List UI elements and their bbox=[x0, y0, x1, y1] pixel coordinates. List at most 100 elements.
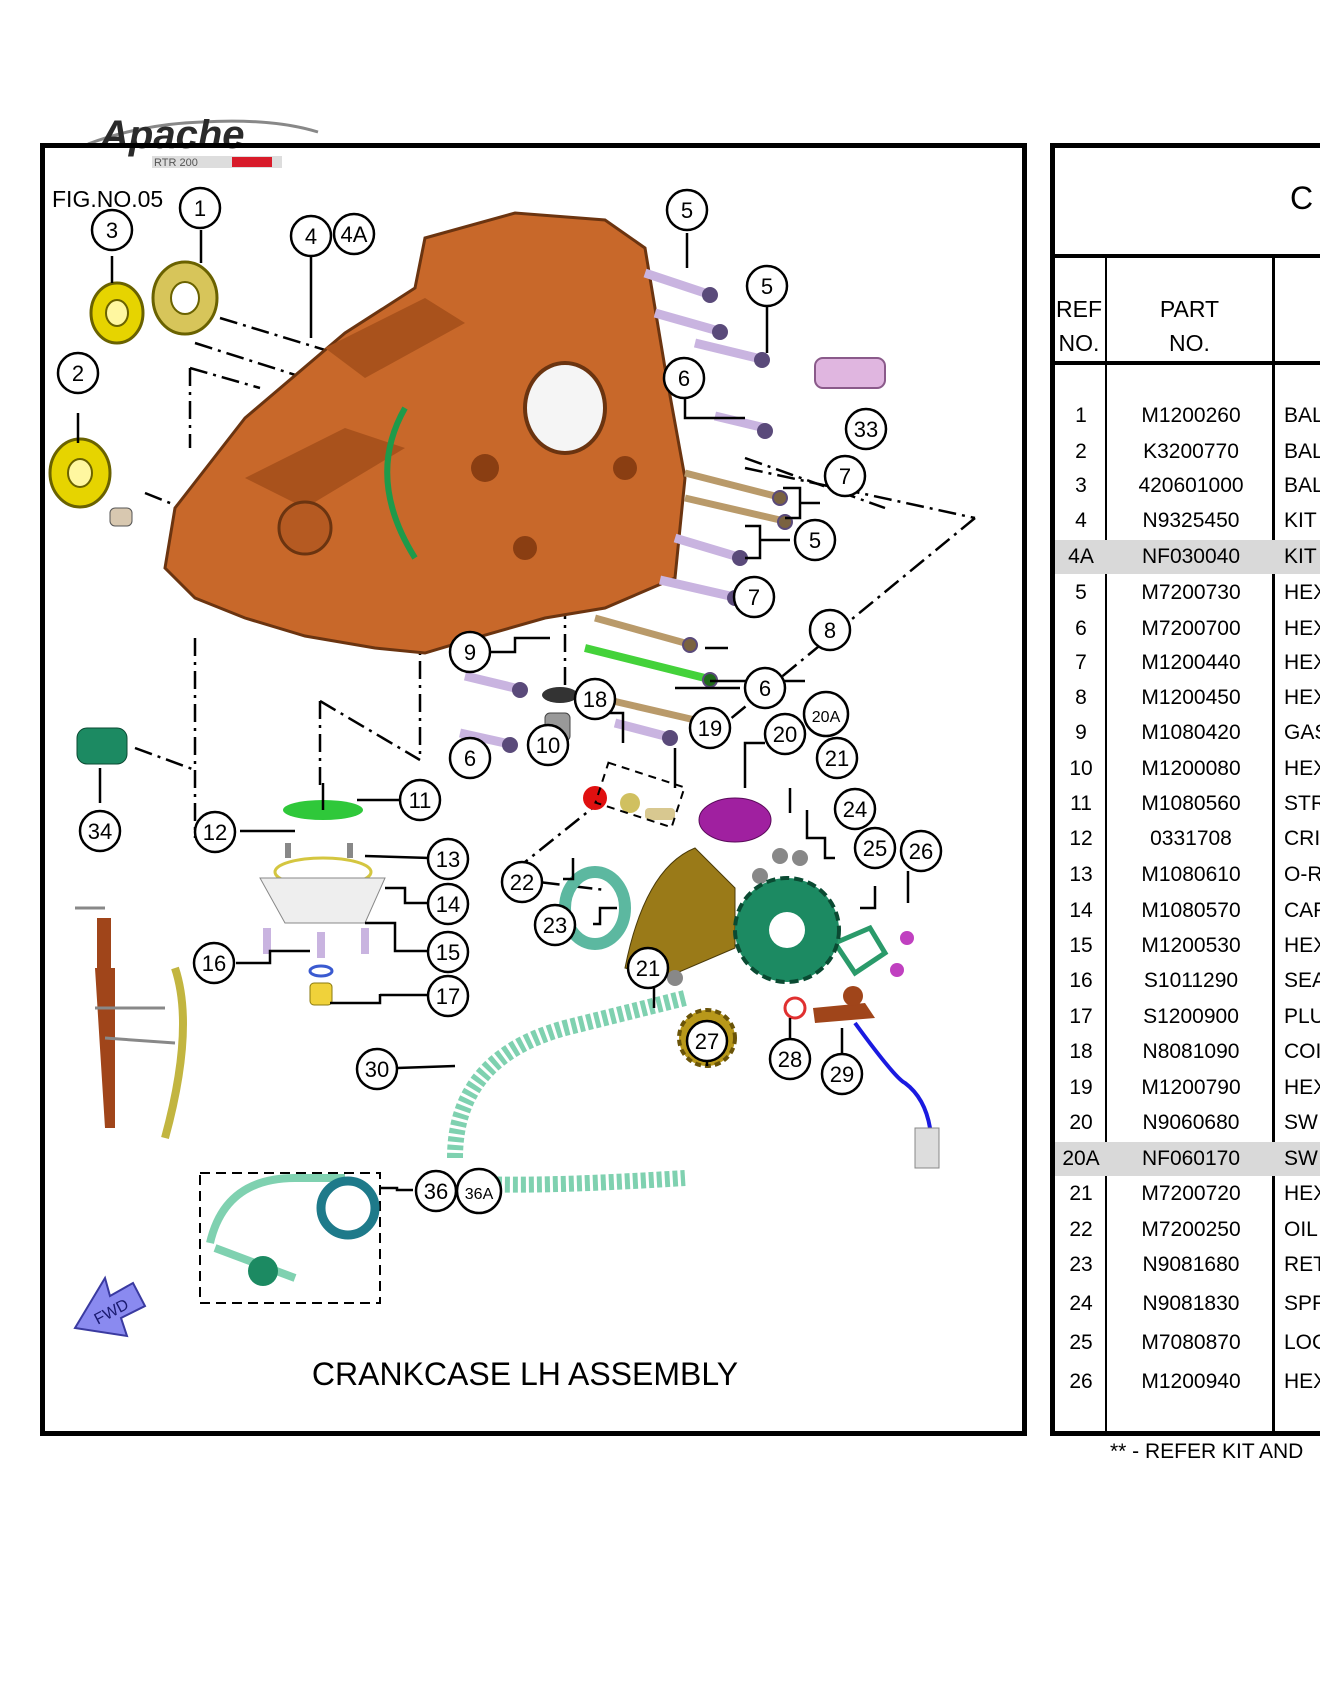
description-cell: SW bbox=[1284, 1111, 1318, 1134]
description-cell: KIT bbox=[1284, 545, 1317, 568]
callout-6: 6 bbox=[662, 356, 706, 400]
callout-18: 18 bbox=[573, 677, 617, 721]
callout-13: 13 bbox=[426, 837, 470, 881]
exploded-view-diagram: FWD bbox=[48, 186, 976, 1338]
callout-label: 7 bbox=[839, 464, 851, 489]
callout-34: 34 bbox=[78, 809, 122, 853]
ref-cell: 1 bbox=[1075, 404, 1087, 427]
table-row: 26M1200940HEX bbox=[1055, 1365, 1320, 1399]
callout-25: 25 bbox=[853, 826, 897, 870]
table-footnote: ** - REFER KIT AND bbox=[1110, 1440, 1304, 1463]
table-row: 14M1080570CAP bbox=[1055, 894, 1320, 928]
callout-29: 29 bbox=[820, 1052, 864, 1096]
callout-label: 2 bbox=[72, 361, 84, 386]
part-no-cell: M7200250 bbox=[1141, 1218, 1241, 1241]
callout-label: 19 bbox=[698, 716, 722, 741]
table-title: C bbox=[1290, 180, 1314, 216]
ref-cell: 3 bbox=[1075, 474, 1087, 497]
callout-label: 36A bbox=[465, 1186, 494, 1203]
description-cell: HEX bbox=[1284, 757, 1320, 780]
callout-label: 34 bbox=[88, 819, 112, 844]
callout-label: 30 bbox=[365, 1057, 389, 1082]
part-no-cell: M7200700 bbox=[1141, 617, 1241, 640]
callout-36: 36 bbox=[414, 1169, 458, 1213]
table-row: 7M1200440HEX bbox=[1055, 646, 1320, 680]
ref-cell: 21 bbox=[1069, 1182, 1093, 1205]
callout-22: 22 bbox=[500, 860, 544, 904]
table-col-divider-2 bbox=[1272, 256, 1275, 1432]
crankcase-body bbox=[163, 211, 687, 655]
part-no-cell: M1200940 bbox=[1141, 1370, 1241, 1393]
svg-text:Apache: Apache bbox=[99, 113, 245, 157]
callout-label: 9 bbox=[464, 640, 476, 665]
ref-cell: 22 bbox=[1069, 1218, 1093, 1241]
callout-label: 25 bbox=[863, 836, 887, 861]
callout-4: 4 bbox=[289, 214, 333, 258]
description-cell: HEX bbox=[1284, 686, 1320, 709]
callout-label: 28 bbox=[778, 1047, 802, 1072]
description-cell: PLU bbox=[1284, 1005, 1320, 1028]
callout-23: 23 bbox=[533, 903, 577, 947]
parts-table bbox=[1050, 143, 1320, 1436]
callout-label: 12 bbox=[203, 820, 227, 845]
callout-label: 5 bbox=[809, 528, 821, 553]
ref-cell: 12 bbox=[1069, 827, 1093, 850]
callout-19: 19 bbox=[688, 706, 732, 750]
description-cell: HEX bbox=[1284, 934, 1320, 957]
figure-number: FIG.NO.05 bbox=[52, 186, 164, 212]
callout-7: 7 bbox=[823, 454, 867, 498]
callout-label: 11 bbox=[409, 788, 432, 813]
part-no-cell: NF030040 bbox=[1141, 545, 1241, 568]
callout-20: 20 bbox=[763, 712, 807, 756]
ref-cell: 11 bbox=[1070, 792, 1092, 815]
description-cell: OIL bbox=[1284, 1218, 1318, 1241]
part-no-cell: M1080420 bbox=[1141, 721, 1241, 744]
callout-33: 33 bbox=[844, 407, 888, 451]
description-cell: GAS bbox=[1284, 721, 1320, 744]
description-cell: HEX bbox=[1284, 581, 1320, 604]
part-no-cell: M1200450 bbox=[1141, 686, 1241, 709]
table-row: 15M1200530HEX bbox=[1055, 929, 1320, 963]
callout-label: 10 bbox=[536, 733, 560, 758]
callout-label: 3 bbox=[106, 218, 118, 243]
callout-label: 1 bbox=[194, 196, 206, 221]
callout-15: 15 bbox=[426, 930, 470, 974]
part-no-cell: M1080610 bbox=[1141, 863, 1241, 886]
part-no-cell: N9081830 bbox=[1142, 1292, 1240, 1315]
callout-16: 16 bbox=[192, 941, 236, 985]
callout-label: 36 bbox=[424, 1179, 448, 1204]
callout-label: 27 bbox=[695, 1029, 719, 1054]
table-col-divider-1 bbox=[1105, 256, 1107, 1432]
part-no-cell: N9060680 bbox=[1142, 1111, 1240, 1134]
header-part-line1: PART bbox=[1159, 296, 1220, 322]
description-cell: HEX bbox=[1284, 617, 1320, 640]
callout-17: 17 bbox=[426, 974, 470, 1018]
callout-label: 8 bbox=[824, 618, 836, 643]
table-row: 21M7200720HEX bbox=[1055, 1177, 1320, 1211]
callout-label: 5 bbox=[761, 274, 773, 299]
table-row: 19M1200790HEX bbox=[1055, 1071, 1320, 1105]
callout-label: 14 bbox=[436, 892, 460, 917]
part-no-cell: NF060170 bbox=[1141, 1147, 1241, 1170]
ref-cell: 9 bbox=[1075, 721, 1087, 744]
description-cell: CRI bbox=[1284, 827, 1320, 850]
description-cell: COI bbox=[1284, 1040, 1320, 1063]
ref-cell: 16 bbox=[1069, 969, 1093, 992]
callout-10: 10 bbox=[526, 723, 570, 767]
callout-27: 27 bbox=[685, 1019, 729, 1063]
callout-5: 5 bbox=[745, 264, 789, 308]
table-row: 5M7200730HEX bbox=[1055, 576, 1320, 610]
part-no-cell: 420601000 bbox=[1138, 474, 1244, 497]
callout-21: 21 bbox=[815, 736, 859, 780]
description-cell: SPR bbox=[1284, 1292, 1320, 1315]
part-no-cell: M1080560 bbox=[1141, 792, 1241, 815]
apache-logo: Apache RTR 200 bbox=[87, 113, 319, 169]
ref-cell: 19 bbox=[1069, 1076, 1093, 1099]
